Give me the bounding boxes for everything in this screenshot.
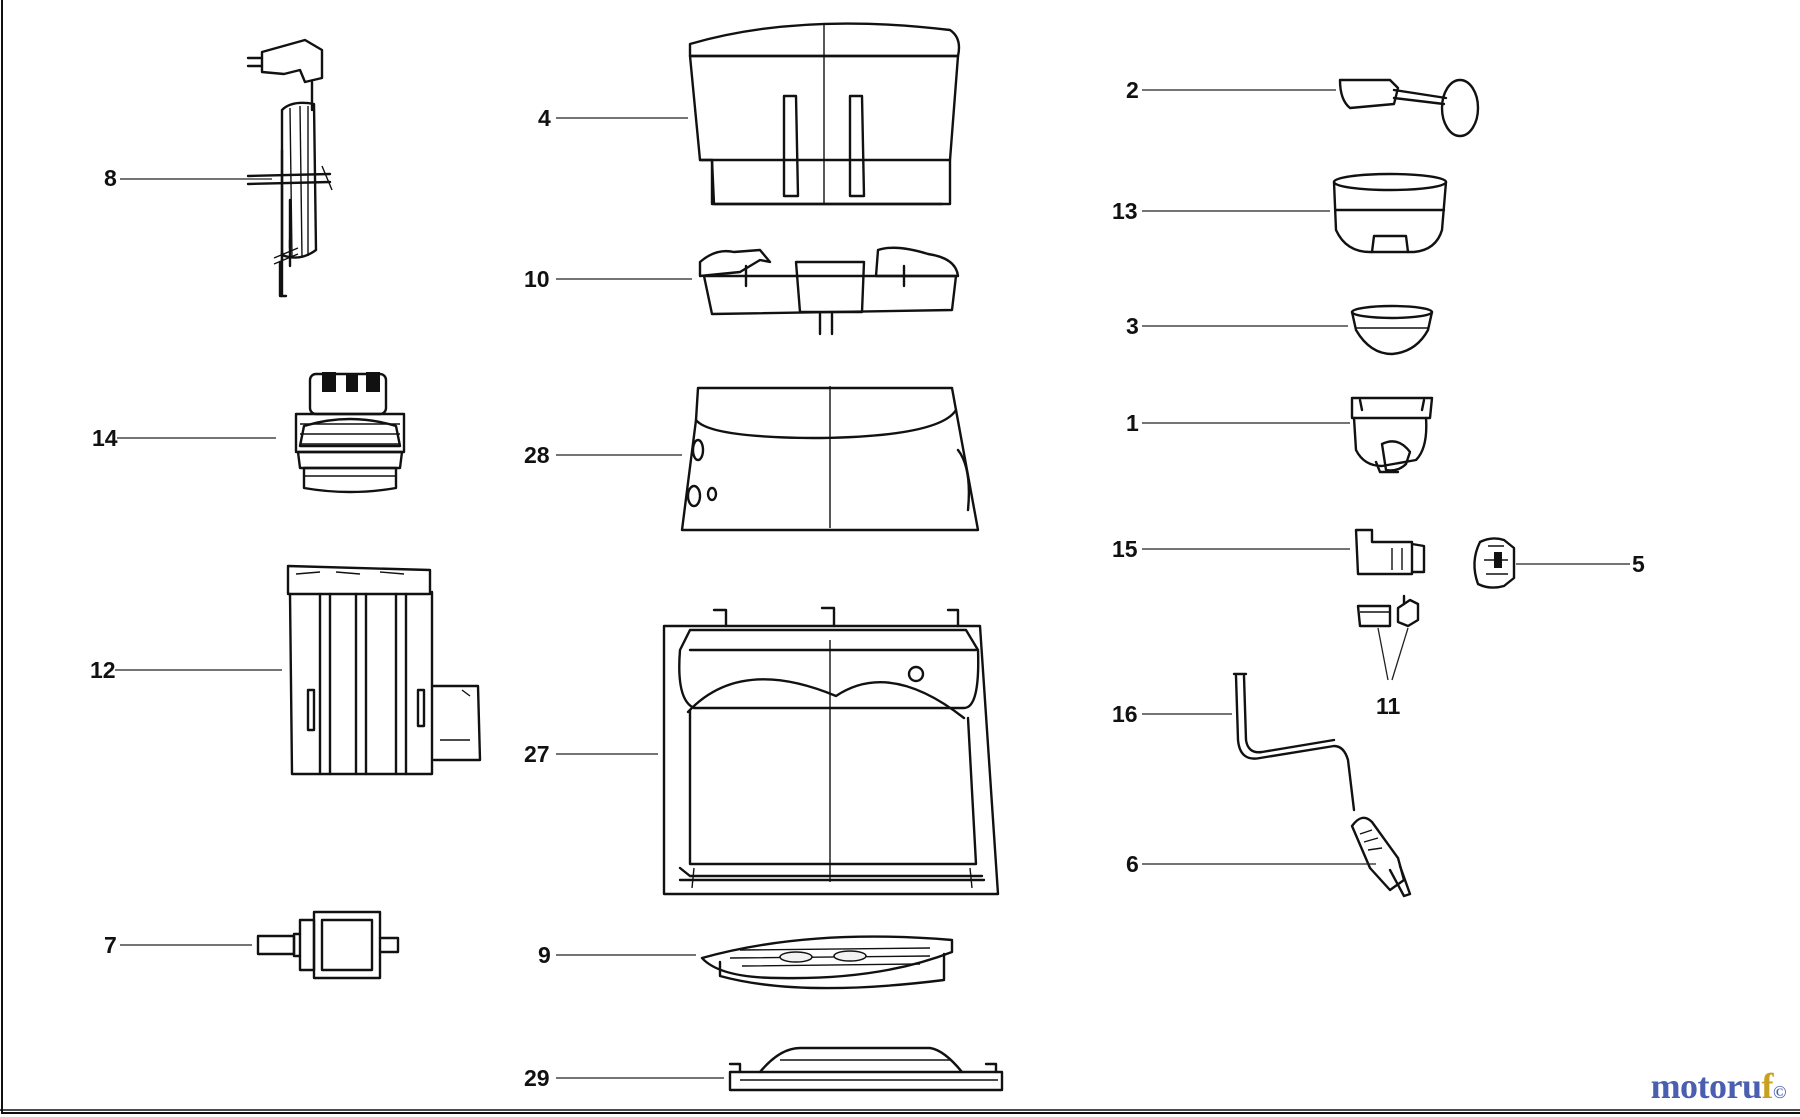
part-2-measuring-spoon[interactable]: 2 <box>1126 77 1480 138</box>
part-4-water-tank[interactable]: 4 <box>538 22 961 206</box>
callout-6: 6 <box>1126 851 1139 877</box>
callout-16: 16 <box>1112 701 1138 727</box>
callout-13: 13 <box>1112 198 1138 224</box>
part-14-boiler-unit[interactable]: 14 <box>92 372 406 494</box>
part-3-filter-insert[interactable]: 3 <box>1126 304 1434 356</box>
part-1-filter-holder[interactable]: 1 <box>1126 396 1434 474</box>
part-11-switch-parts[interactable]: 11 <box>1356 594 1420 719</box>
part-15-switch[interactable]: 15 <box>1112 528 1426 576</box>
part-16-steam-pipe[interactable]: 16 <box>1112 672 1356 812</box>
part-9-drip-grid[interactable]: 9 <box>538 935 954 990</box>
part-28-top-cover[interactable]: 28 <box>524 386 980 532</box>
callout-29: 29 <box>524 1065 550 1091</box>
callout-27: 27 <box>524 741 550 767</box>
callout-10: 10 <box>524 266 550 292</box>
callout-14: 14 <box>92 425 118 451</box>
part-7-pump[interactable]: 7 <box>104 910 400 980</box>
part-8-power-cord[interactable]: 8 <box>104 38 333 298</box>
watermark-logo: motoruf© <box>1650 1065 1787 1107</box>
callout-2: 2 <box>1126 77 1139 103</box>
callout-7: 7 <box>104 932 117 958</box>
part-29-base-plate[interactable]: 29 <box>524 1046 1004 1092</box>
callout-8: 8 <box>104 165 117 191</box>
watermark-text-1: motoru <box>1650 1066 1762 1106</box>
part-27-main-housing[interactable]: 27 <box>524 606 1000 896</box>
part-13-filter-cup[interactable]: 13 <box>1112 172 1448 254</box>
callout-4: 4 <box>538 105 551 131</box>
callout-9: 9 <box>538 942 551 968</box>
callout-11: 11 <box>1376 693 1401 719</box>
part-6-frothing-nozzle[interactable]: 6 <box>1126 816 1412 898</box>
callout-1: 1 <box>1126 410 1139 436</box>
part-10-tank-support[interactable]: 10 <box>524 246 960 336</box>
callout-12: 12 <box>90 657 116 683</box>
callout-15: 15 <box>1112 536 1138 562</box>
callout-5: 5 <box>1632 551 1645 577</box>
watermark-suffix: © <box>1773 1082 1786 1102</box>
watermark-text-2: f <box>1761 1066 1774 1106</box>
callout-3: 3 <box>1126 313 1139 339</box>
callout-28: 28 <box>524 442 550 468</box>
part-5-control-knob[interactable]: 5 <box>1473 537 1645 589</box>
part-12-rear-panel[interactable]: 12 <box>90 564 482 776</box>
